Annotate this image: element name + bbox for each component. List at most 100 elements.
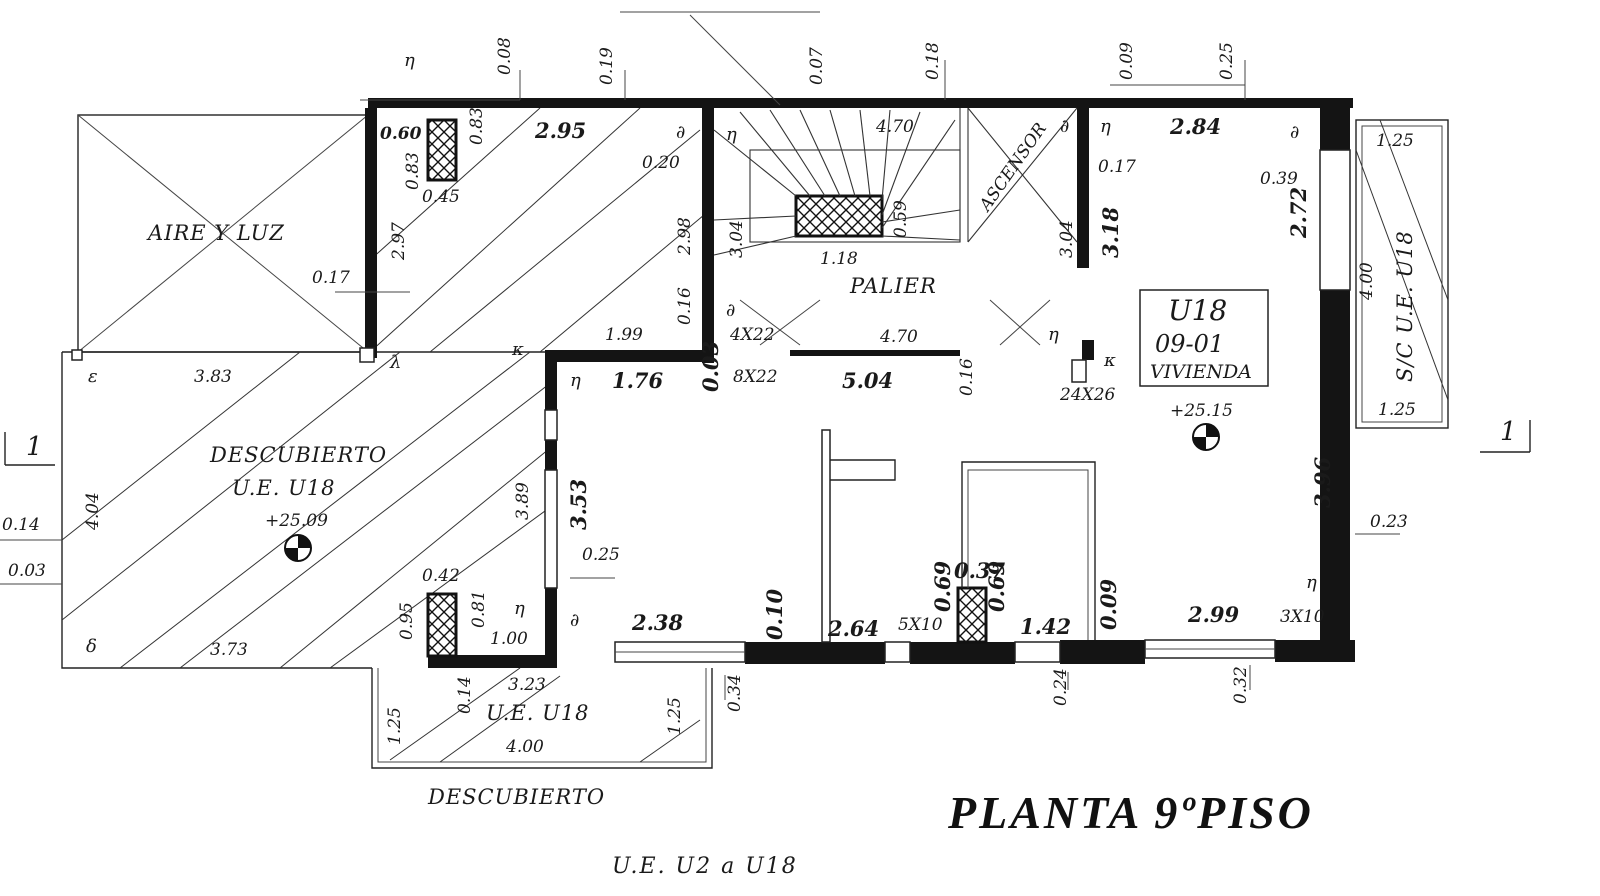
dim-label: 1.25: [665, 697, 685, 735]
marker-delta: ∂: [570, 610, 579, 631]
dim-label: 1.76: [612, 368, 664, 393]
walls: [365, 98, 1355, 668]
dim-label: 0.16: [957, 358, 977, 396]
label-balcony-ue: S/C U.E. U18: [1393, 230, 1417, 382]
dim-label: 0.60: [380, 124, 422, 144]
duct-top: [426, 118, 458, 182]
marker-kappa: κ: [511, 339, 524, 360]
dimension-leaders: [0, 60, 1400, 700]
marker-lambda: λ: [389, 352, 401, 373]
dim-label: 3.96: [1310, 456, 1335, 508]
marker-eta: η: [404, 50, 415, 71]
level-marker-left: [284, 534, 312, 562]
dim-label: 3.04: [1057, 220, 1077, 258]
dim-label: 0.25: [582, 545, 620, 565]
duct-middle: [956, 586, 988, 644]
section-label-right: 1: [1500, 417, 1517, 447]
dim-label: 0.18: [923, 42, 943, 80]
dim-label: 0.17: [312, 268, 350, 288]
dim-label: 3.89: [513, 482, 533, 520]
dim-label: 1.25: [1378, 400, 1416, 420]
dim-label: 2.98: [675, 217, 695, 256]
dim-label: 0.03: [8, 561, 46, 581]
dim-label: 0.20: [642, 153, 680, 173]
section-marker-left: [4, 432, 55, 466]
label-unit-use: VIVIENDA: [1150, 361, 1252, 383]
dim-label: 0.09: [1117, 42, 1137, 80]
label-descubierto-ue: U.E. U18: [232, 476, 336, 500]
marker-eta: η: [1100, 116, 1111, 137]
dim-label: 0.81: [469, 590, 489, 628]
dim-label: 3.04: [727, 220, 747, 258]
marker-eta: η: [726, 124, 737, 145]
dim-label: 2.95: [534, 118, 586, 143]
dim-label: 5.04: [842, 368, 893, 393]
dim-label: 4.04: [83, 492, 103, 531]
dim-label: 3.73: [210, 640, 248, 660]
label-unit-number: 09-01: [1155, 330, 1224, 358]
dim-label: 4X22: [729, 325, 775, 345]
label-descubierto-bottom: DESCUBIERTO: [427, 785, 605, 809]
dim-label: 4.70: [879, 327, 918, 347]
interior-partitions: [71, 347, 1096, 643]
dim-label: 0.14: [455, 676, 475, 714]
dim-label: 0.69: [930, 560, 955, 612]
duct-bottom: [426, 592, 458, 658]
marker-delta: ∂: [1060, 116, 1069, 137]
marker-eta: η: [1306, 572, 1317, 593]
dim-label: 0.10: [762, 588, 787, 640]
marker-eta: η: [514, 598, 525, 619]
dim-label: 0.19: [597, 47, 617, 85]
dim-label: 1.42: [1020, 614, 1071, 639]
dim-label: 0.08: [495, 37, 515, 75]
dim-label: 0.39: [1260, 169, 1298, 189]
stairs: [620, 11, 1078, 346]
label-descubierto: DESCUBIERTO: [209, 443, 387, 467]
dimensions: 0.08 0.19 0.07 0.18 0.09 0.25 0.60 0.83 …: [2, 37, 1416, 757]
marker-delta: ∂: [676, 122, 685, 143]
marker-delta2: δ: [86, 636, 97, 657]
dim-label: 0.45: [422, 187, 460, 207]
dim-label: 2.84: [1169, 114, 1221, 139]
section-marker-right: [1480, 420, 1531, 453]
dim-label: 0.37: [954, 558, 1006, 583]
dim-label: 2.99: [1187, 602, 1240, 627]
marker-delta: ∂: [1290, 122, 1299, 143]
label-bottom-ue: U.E. U18: [486, 701, 590, 725]
dim-label: 4.00: [505, 737, 544, 757]
dim-label: 1.25: [1376, 131, 1414, 151]
dim-label: 4.70: [875, 117, 914, 137]
dim-label: 0.83: [467, 107, 487, 145]
level-marker-right: [1192, 423, 1220, 451]
label-unit-code: U18: [1168, 294, 1227, 327]
dim-label: 1.18: [820, 249, 858, 269]
unit-label-box: [1139, 289, 1269, 387]
dim-label: 5X10: [898, 615, 943, 635]
terrace-area: [61, 351, 545, 669]
dim-label: 3.53: [566, 479, 591, 530]
dim-label: 1.99: [605, 325, 643, 345]
marker-delta: ∂: [726, 300, 735, 321]
hatch-upper: [370, 108, 710, 352]
dim-label: 0.14: [2, 515, 40, 535]
dim-label: 8X22: [733, 367, 778, 387]
marker-kappa: κ: [1103, 350, 1116, 371]
dim-label: 4.00: [1357, 262, 1377, 301]
dim-label: 0.95: [397, 602, 417, 640]
room-labels: AIRE Y LUZ DESCUBIERTO U.E. U18 +25.09 P…: [146, 119, 1417, 809]
dim-label: 0.23: [1370, 512, 1408, 532]
dim-label: 24X26: [1059, 385, 1116, 405]
dim-label: 0.03: [698, 341, 723, 392]
dim-label: 2.64: [827, 616, 879, 641]
dim-label: 0.83: [403, 152, 423, 190]
dim-label: 0.42: [422, 566, 460, 586]
dim-label: 2.97: [389, 222, 409, 261]
point-markers: η ∂ η ∂ η ∂ ∂ η κ κ ε λ η η ∂ η δ: [86, 50, 1317, 657]
label-palier: PALIER: [849, 274, 937, 298]
stair-core: [794, 194, 884, 238]
bottom-balcony: [371, 668, 713, 769]
dim-label: 0.69: [984, 560, 1009, 612]
dim-label: 2.72: [1286, 187, 1311, 239]
dim-label: 3X10: [1280, 607, 1325, 627]
